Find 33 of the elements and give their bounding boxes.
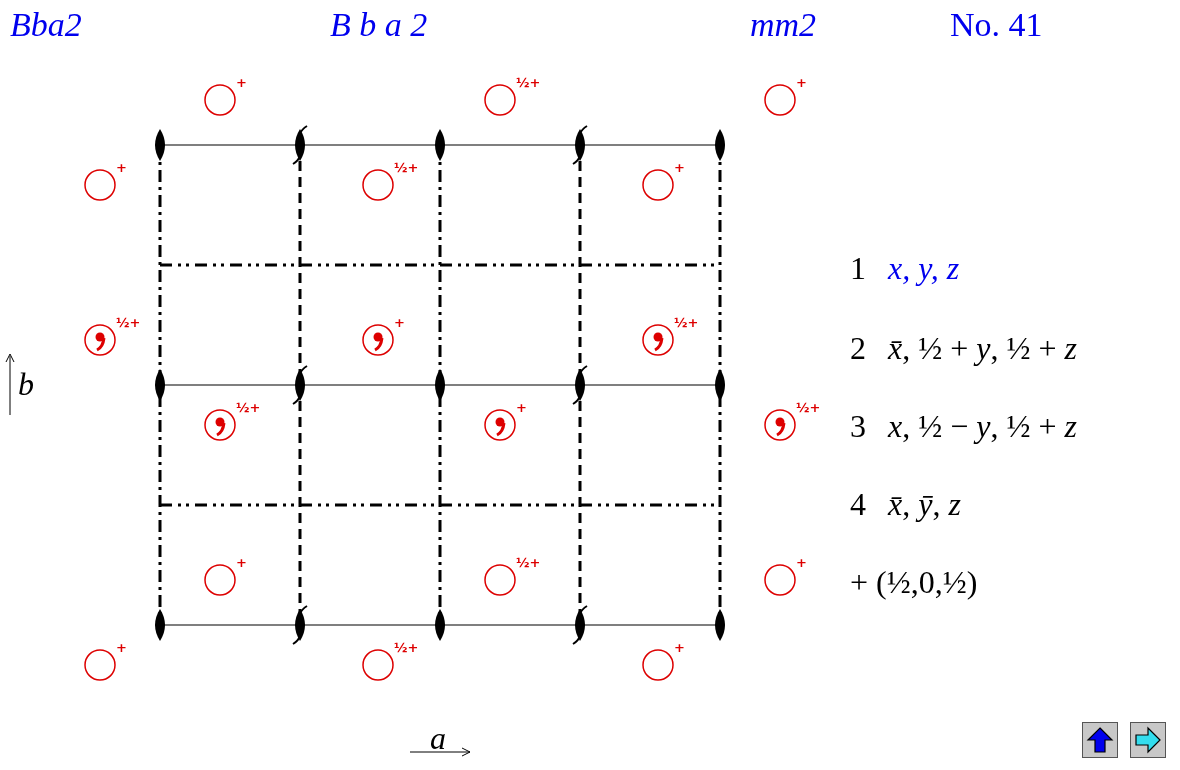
height-sign: ½+	[116, 316, 141, 329]
height-sign: +	[236, 556, 247, 569]
height-sign: +	[674, 161, 685, 174]
coordinate-triplet: x̄, ½ + y, ½ + z	[888, 332, 1077, 364]
height-sign: ½+	[516, 556, 541, 569]
height-sign: +	[236, 76, 247, 89]
height-sign: +	[796, 76, 807, 89]
point-group-symbol: mm2	[750, 8, 817, 42]
operation-number: 3	[850, 410, 866, 442]
height-sign: +	[674, 641, 685, 654]
centering-translation: + (½,0,½)	[850, 566, 978, 598]
coordinate-triplet: x, ½ − y, ½ + z	[888, 410, 1077, 442]
height-sign: ½+	[236, 401, 261, 414]
operation-number: 2	[850, 332, 866, 364]
operation-number: 1	[850, 252, 866, 284]
operation-number: 4	[850, 488, 866, 520]
height-sign: +	[516, 401, 527, 414]
height-sign: ½+	[674, 316, 699, 329]
height-sign: ½+	[394, 641, 419, 654]
height-sign: ½+	[516, 76, 541, 89]
axis-label: a	[430, 722, 446, 754]
height-sign: +	[116, 161, 127, 174]
height-sign: ½+	[394, 161, 419, 174]
axis-label: b	[18, 368, 34, 400]
height-sign: +	[796, 556, 807, 569]
height-sign: +	[116, 641, 127, 654]
height-sign: ½+	[796, 401, 821, 414]
coordinate-triplet: x, y, z	[888, 252, 960, 284]
height-sign: +	[394, 316, 405, 329]
full-symbol: B b a 2	[330, 8, 428, 42]
space-group-number: No. 41	[950, 8, 1043, 42]
space-group-symbol: Bba2	[10, 8, 82, 42]
coordinate-triplet: x̄, ȳ, z	[888, 488, 961, 520]
